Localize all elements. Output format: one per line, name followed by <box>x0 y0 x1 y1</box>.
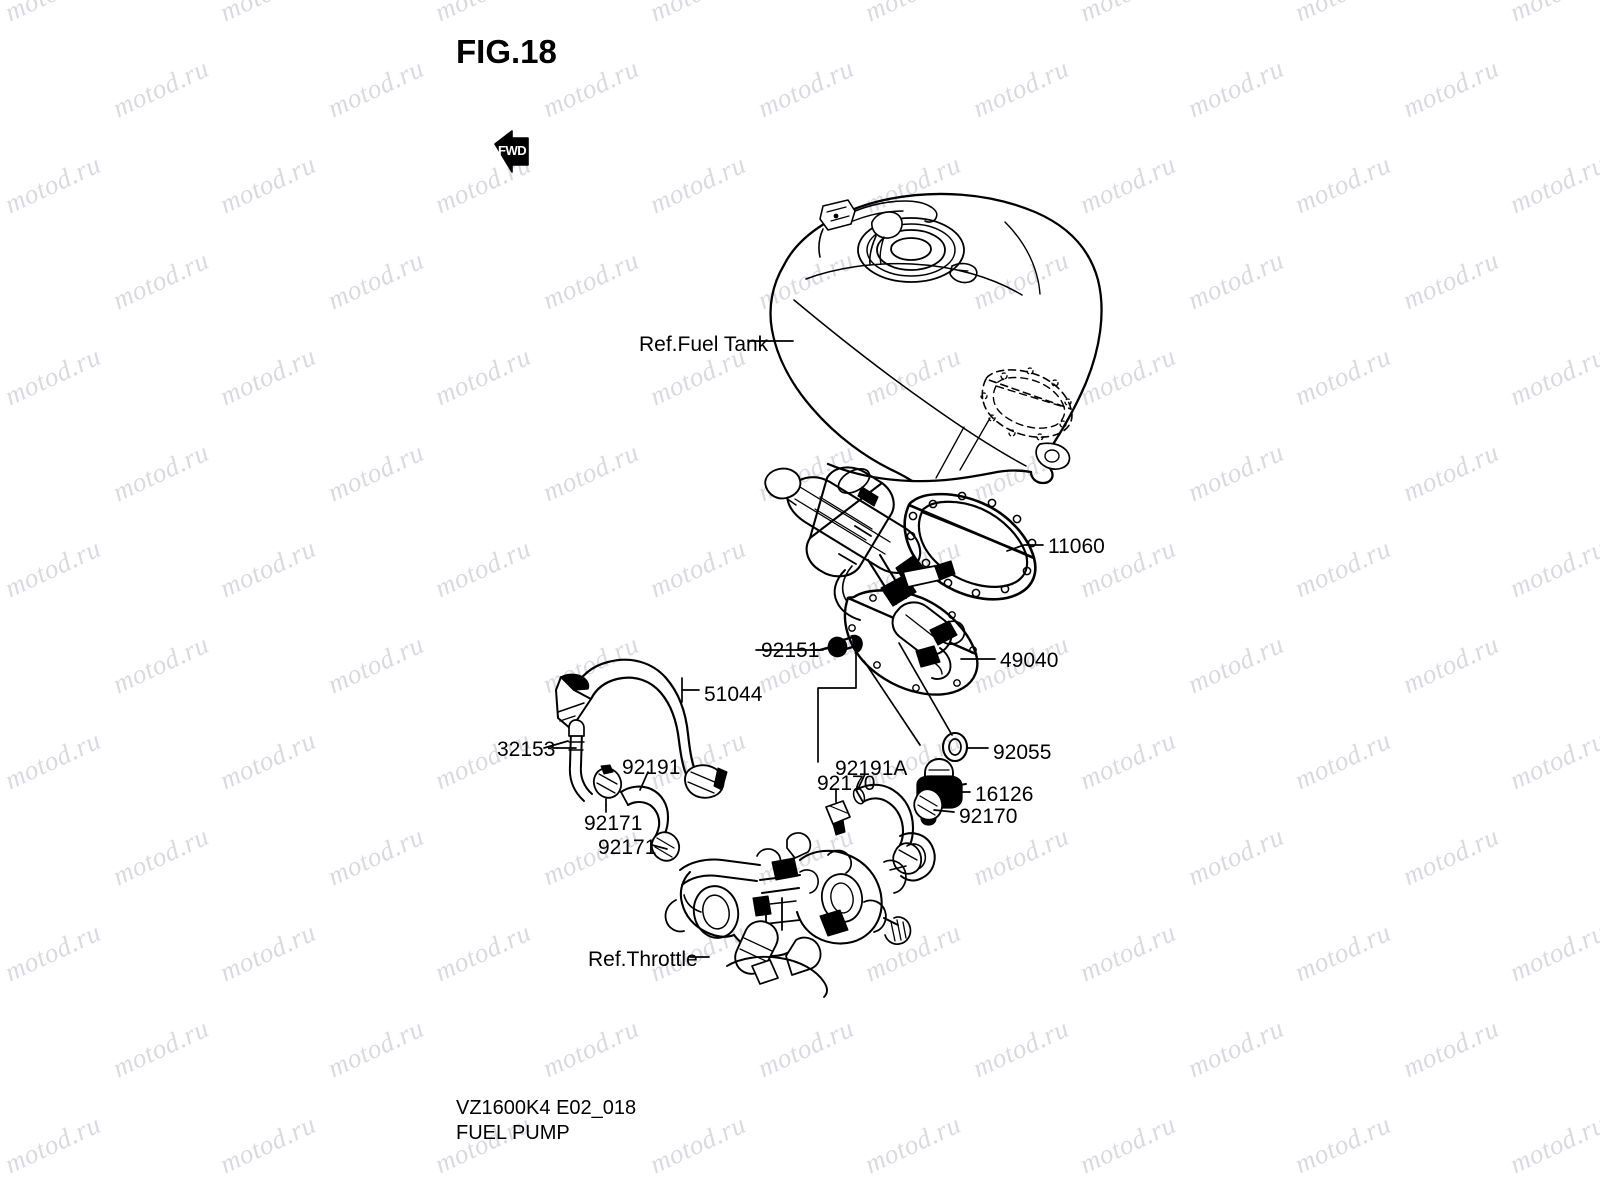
part-number-label-part-92055[interactable]: 92055 <box>993 741 1052 764</box>
fwd-label: FWD <box>498 143 527 158</box>
part-number-label-part-51044[interactable]: 51044 <box>704 683 763 706</box>
part-number-label-part-92170-upper[interactable]: 92170 <box>817 772 876 795</box>
part-number-label-part-92191A[interactable]: 92191A <box>835 757 908 780</box>
clamp-92171-upper <box>592 764 623 799</box>
tube-92191 <box>619 785 681 862</box>
fuel-pump-gasket <box>903 491 1037 601</box>
part-number-label-part-92170-lower[interactable]: 92170 <box>959 805 1018 828</box>
page-title: FIG.18 <box>456 33 557 70</box>
fuel-pump-assembly <box>764 466 979 696</box>
clamp-92170-upper <box>825 800 851 836</box>
part-number-label-part-32153[interactable]: 32153 <box>497 738 556 761</box>
pipe-32153 <box>568 719 593 802</box>
clamp-92170-lower <box>913 788 944 821</box>
fuel-tank-outline <box>769 192 1103 485</box>
part-number-label-part-92171-lower[interactable]: 92171 <box>598 836 657 859</box>
reference-label-ref-fuel-tank[interactable]: Ref.Fuel Tank <box>639 333 769 356</box>
o-ring-92055 <box>941 731 969 763</box>
leader-lines <box>543 340 1044 958</box>
part-number-label-part-92151[interactable]: 92151 <box>761 639 820 662</box>
fuel-hose-51044 <box>555 658 728 799</box>
reference-label-ref-throttle[interactable]: Ref.Throttle <box>588 948 698 971</box>
caption-code: VZ1600K4 E02_018 <box>456 1097 637 1119</box>
part-number-label-part-49040[interactable]: 49040 <box>1000 649 1059 672</box>
part-number-label-part-92191[interactable]: 92191 <box>622 756 681 779</box>
fwd-arrow-icon <box>494 130 529 173</box>
part-number-label-part-92171-upper[interactable]: 92171 <box>584 812 643 835</box>
part-number-label-part-16126[interactable]: 16126 <box>975 783 1034 806</box>
throttle-body-assembly <box>664 832 936 998</box>
caption-name: FUEL PUMP <box>456 1122 570 1144</box>
part-number-label-part-11060[interactable]: 11060 <box>1048 535 1105 558</box>
